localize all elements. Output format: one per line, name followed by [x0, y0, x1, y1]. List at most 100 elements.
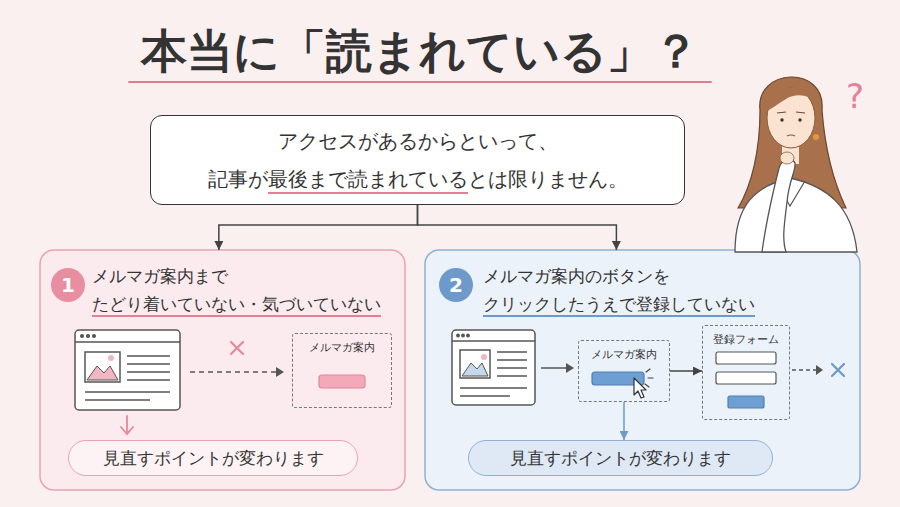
node-label: 登録フォーム — [713, 333, 779, 347]
signup-area: メルマガ案内 — [292, 333, 392, 408]
woman-figure — [735, 178, 857, 252]
panel-heading: メルマガ案内のボタンを クリックしたうえで登録していない — [483, 262, 852, 318]
click-marks — [645, 369, 653, 387]
dashed-arrow — [190, 371, 276, 373]
case-panel: メルマガ案内のボタンを クリックしたうえで登録していない 2 メルマガ案内 登録フォー… — [425, 250, 860, 490]
browser-icon — [497, 367, 527, 369]
connector — [418, 205, 617, 250]
woman-figure — [798, 118, 801, 121]
browser-icon — [497, 359, 527, 361]
question-mark: ? — [846, 76, 864, 116]
browser-icon — [85, 399, 150, 401]
woman-figure — [813, 134, 819, 140]
node-label: アクセスがあるからといって、 記事が最後まで読まれているとは限りません。 — [171, 122, 664, 198]
browser-icon — [75, 330, 180, 410]
panel-heading: メルマガ案内まで たどり着いていない・気づいていない — [92, 262, 397, 318]
browser-icon — [497, 375, 527, 377]
browser-icon — [81, 335, 84, 338]
browser-icon — [481, 354, 487, 360]
callout-number: 1 — [51, 268, 85, 302]
browser-icon — [452, 340, 535, 342]
browser-icon — [87, 366, 118, 380]
signup-area: メルマガ案内 — [578, 340, 670, 402]
browser-icon — [85, 352, 120, 382]
woman-figure — [780, 118, 783, 121]
cross-mark — [231, 342, 243, 354]
cross-mark — [832, 364, 844, 376]
browser-icon — [452, 330, 535, 405]
browser-icon — [75, 341, 180, 343]
dashed-arrow — [792, 369, 816, 371]
cursor-icon — [634, 378, 646, 398]
browser-icon — [127, 363, 170, 365]
underline — [483, 315, 755, 317]
signup-form: 登録フォーム — [702, 325, 790, 420]
browser-icon — [85, 391, 170, 393]
node-label: 2 — [449, 273, 463, 297]
callout-number: 2 — [439, 268, 473, 302]
title: 本当に「読まれている」？ — [0, 22, 840, 82]
cross-mark — [832, 364, 844, 376]
browser-icon — [467, 334, 469, 336]
browser-icon — [452, 330, 535, 405]
form-fields — [716, 352, 776, 408]
cursor-icon — [634, 378, 646, 398]
woman-figure — [777, 112, 805, 113]
panel-background — [425, 250, 860, 490]
woman-figure — [766, 87, 817, 112]
woman-figure — [780, 152, 794, 164]
form-fields — [716, 372, 776, 384]
node-label: 見直すポイントが変わります — [510, 447, 731, 469]
message-box: アクセスがあるからといって、 記事が最後まで読まれているとは限りません。 — [150, 115, 685, 205]
connector — [670, 370, 702, 372]
down-arrow — [126, 416, 128, 432]
dashed-arrow — [792, 365, 823, 375]
down-arrow — [121, 416, 133, 434]
browser-icon — [127, 371, 170, 373]
browser-icon — [93, 335, 96, 338]
form-fields — [728, 396, 764, 408]
connector — [623, 402, 625, 440]
node-label: 見直すポイントが変わります — [103, 447, 324, 469]
browser-icon — [108, 355, 114, 361]
browser-icon — [75, 330, 180, 410]
case-panel: メルマガ案内まで たどり着いていない・気づいていない 1 メルマガ案内見直すポイント… — [40, 250, 405, 490]
woman-figure — [787, 135, 795, 136]
button-icon — [319, 375, 365, 388]
browser-icon — [462, 334, 464, 336]
node-label: 1 — [61, 273, 75, 297]
form-fields — [716, 352, 776, 364]
cross-mark — [231, 342, 243, 354]
flow-arrow — [541, 363, 574, 373]
browser-icon — [497, 351, 527, 353]
woman-figure — [735, 77, 857, 252]
underline — [268, 192, 468, 194]
browser-icon — [127, 355, 170, 357]
browser-icon — [87, 335, 90, 338]
dashed-arrow — [816, 365, 823, 375]
flow-arrow — [566, 363, 574, 373]
browser-icon — [462, 363, 488, 376]
dashed-arrow — [276, 367, 284, 377]
note-pill: 見直すポイントが変わります — [68, 440, 358, 476]
node-label: メルマガ案内 — [591, 348, 657, 362]
woman-figure — [762, 160, 795, 252]
browser-icon — [127, 379, 170, 381]
browser-icon — [460, 395, 510, 397]
browser-icon — [460, 350, 490, 378]
down-arrow — [121, 427, 133, 434]
title-underline — [129, 81, 711, 83]
button-icon — [319, 375, 365, 388]
connector — [219, 205, 418, 250]
dashed-arrow — [190, 367, 284, 377]
note-pill: 見直すポイントが変わります — [468, 440, 773, 476]
panel-background — [40, 250, 405, 490]
flow-arrow — [541, 367, 566, 369]
click-marks — [645, 369, 653, 387]
node-label: メルマガ案内 — [309, 341, 375, 355]
browser-icon — [460, 387, 527, 389]
browser-icon — [457, 334, 459, 336]
underline — [92, 315, 381, 317]
